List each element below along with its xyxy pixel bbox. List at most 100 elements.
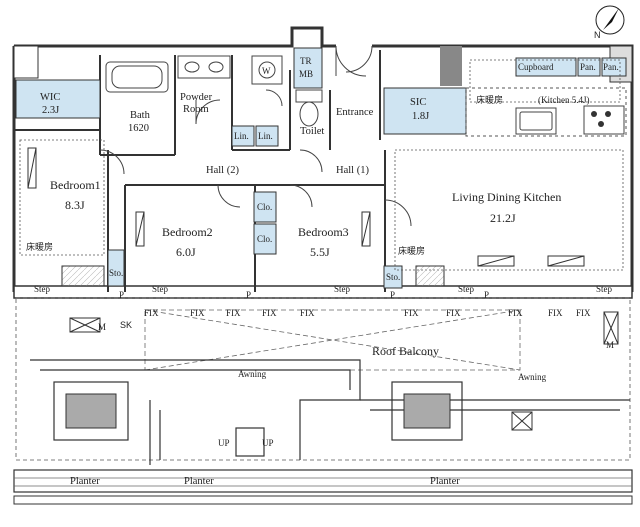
pan1-label: Pan. <box>580 62 596 72</box>
awning-label: Awning <box>518 372 547 382</box>
sic-label: SIC <box>410 97 426 108</box>
fix-label: FIX <box>190 308 205 318</box>
floor-heating-zones <box>19 59 624 271</box>
compass-label: N <box>594 30 601 40</box>
balcony-lines <box>144 309 521 371</box>
sink-icon <box>184 61 200 73</box>
bedroom1-size: 8.3J <box>65 198 85 212</box>
cupboard-area <box>515 57 577 77</box>
cupboard-label: Cupboard <box>518 62 554 72</box>
toilet-tank <box>295 89 323 103</box>
compass-icon: N <box>594 5 625 40</box>
kitchen-heater-label: 床暖房 <box>476 94 503 105</box>
bedroom1-label: Bedroom1 <box>50 178 101 192</box>
bathtub <box>105 61 169 93</box>
up-label: UP <box>262 438 274 448</box>
wall-hatch <box>61 265 445 287</box>
balcony-edge-wall <box>13 285 633 299</box>
ldk-size: 21.2J <box>490 211 516 225</box>
toilet-bowl-icon <box>299 101 319 127</box>
p-mark: P <box>484 290 489 300</box>
step-label: Step <box>34 284 51 294</box>
clo2-area <box>253 223 277 255</box>
sk-label: SK <box>120 320 132 330</box>
bedroom3-label: Bedroom3 <box>298 225 349 239</box>
hall2-label: Hall (2) <box>206 165 239 176</box>
clo2-label: Clo. <box>257 234 272 244</box>
lin1-label: Lin. <box>234 131 249 141</box>
exhaust-icon <box>69 311 619 431</box>
ldk-label: Living Dining Kitchen <box>452 190 561 204</box>
roof-balcony-label: Roof Balcony <box>372 344 439 358</box>
p-mark: P <box>246 290 251 300</box>
powder-label-2: Room <box>183 104 209 115</box>
m-label: M <box>98 322 106 332</box>
planter-strip <box>13 469 633 493</box>
m-label: M <box>606 340 614 350</box>
entrance-label: Entrance <box>336 107 374 118</box>
bath-label: Bath <box>130 110 151 121</box>
wic-area <box>15 79 101 119</box>
storage-areas <box>15 47 627 289</box>
bedroom2-label: Bedroom2 <box>162 225 213 239</box>
mb-label: MB <box>299 69 313 79</box>
washer-label: W <box>262 66 271 76</box>
skylight-icon <box>65 393 451 429</box>
step-label: Step <box>334 284 351 294</box>
column <box>13 45 39 79</box>
powder-label-1: Powder <box>180 92 213 103</box>
pan2-label: Pan. <box>603 62 619 72</box>
planter-label: Planter <box>184 476 214 487</box>
sink-icon <box>208 61 224 73</box>
kitchen-sink <box>515 107 557 135</box>
fix-label: FIX <box>548 308 563 318</box>
fix-label: FIX <box>144 308 159 318</box>
pan1-area <box>577 57 601 77</box>
p-mark: P <box>390 290 395 300</box>
lin2-label: Lin. <box>258 131 273 141</box>
tr-label: TR <box>300 56 312 66</box>
stove <box>583 105 625 135</box>
bedroom2-size: 6.0J <box>176 245 196 259</box>
p-mark: P <box>119 290 124 300</box>
sto2-label: Sto. <box>386 272 400 282</box>
bath-fixtures <box>105 55 625 135</box>
roof-balcony-area <box>15 297 631 461</box>
clo1-area <box>253 191 277 223</box>
sto1-label: Sto. <box>109 268 123 278</box>
outer-parapet <box>13 495 633 505</box>
fix-label: FIX <box>300 308 315 318</box>
closet-symbols <box>27 147 585 267</box>
fix-label: FIX <box>576 308 591 318</box>
fix-label: FIX <box>446 308 461 318</box>
tr-mb-area <box>293 47 323 89</box>
step-label: Step <box>458 284 475 294</box>
sic-size: 1.8J <box>412 111 429 122</box>
fix-label: FIX <box>404 308 419 318</box>
step-label: Step <box>152 284 169 294</box>
washer-box <box>251 55 283 85</box>
planter-walls <box>30 359 630 465</box>
column <box>440 46 462 86</box>
toilet-label: Toilet <box>300 126 324 137</box>
kitchen-sink-basin <box>519 111 553 131</box>
kitchen-counter-outline <box>465 87 627 137</box>
bathtub-inner <box>111 65 163 89</box>
awning-label: Awning <box>238 369 267 379</box>
ldk-heater-label: 床暖房 <box>398 245 425 256</box>
washer-icon <box>258 61 276 79</box>
planter-label: Planter <box>70 476 100 487</box>
hall1-label: Hall (1) <box>336 165 369 176</box>
clo1-label: Clo. <box>257 202 272 212</box>
doors <box>99 45 412 227</box>
bath-size: 1620 <box>128 123 149 134</box>
stove-burner-icon <box>591 111 611 127</box>
step-label: Step <box>596 284 613 294</box>
fix-label: FIX <box>262 308 277 318</box>
vanity <box>177 55 231 79</box>
bedroom3-size: 5.5J <box>310 245 330 259</box>
planter-label: Planter <box>430 476 460 487</box>
sto2-area <box>383 265 403 289</box>
up-label: UP <box>218 438 230 448</box>
